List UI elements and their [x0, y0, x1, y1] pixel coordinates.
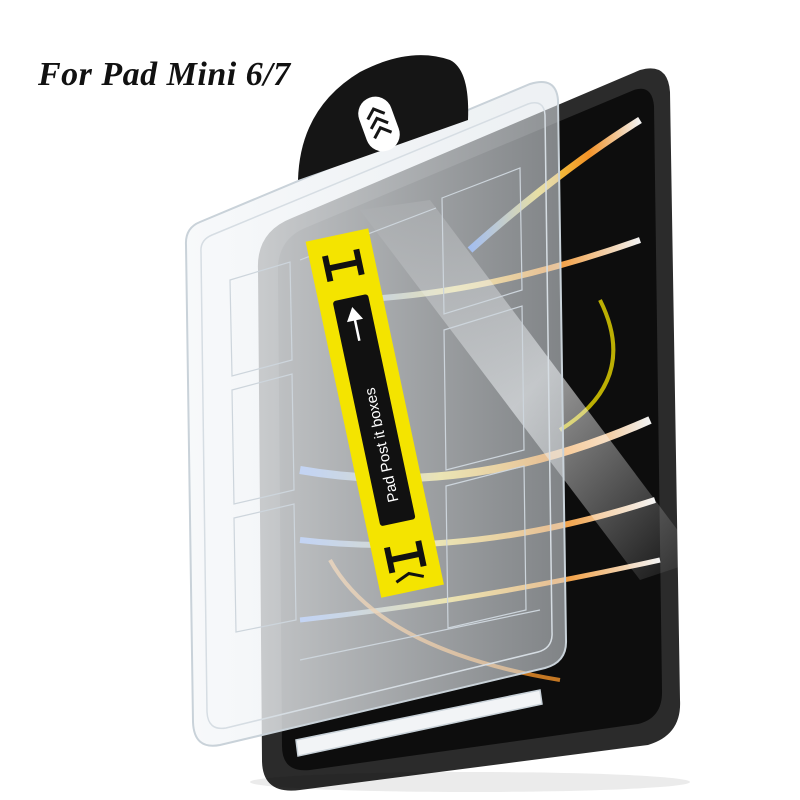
- product-title: For Pad Mini 6/7: [38, 56, 291, 93]
- strip-label-band: [333, 294, 416, 526]
- installation-strip: Pad Post it boxes: [305, 228, 444, 598]
- chevron-up-icon: [366, 107, 393, 140]
- handle-window: [358, 96, 400, 152]
- arrow-up-icon: [347, 307, 364, 341]
- strip-top-mark: [322, 248, 365, 283]
- strip-bottom-mark: [384, 540, 427, 584]
- shadow: [250, 772, 690, 792]
- top-handle: [298, 55, 469, 180]
- bottom-tab: [295, 689, 543, 757]
